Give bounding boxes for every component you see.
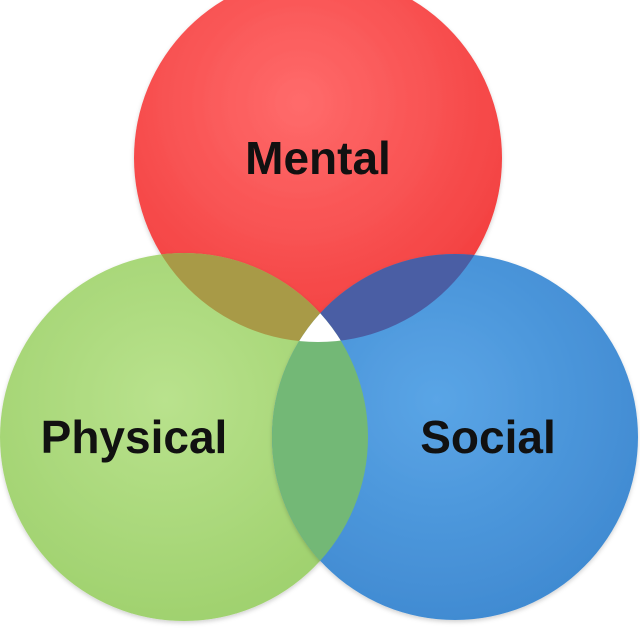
circle-social (272, 254, 638, 620)
label-physical: Physical (41, 411, 228, 463)
circle-mental (134, 0, 502, 342)
circle-physical (0, 253, 368, 621)
label-mental: Mental (245, 132, 391, 184)
label-social: Social (420, 411, 556, 463)
